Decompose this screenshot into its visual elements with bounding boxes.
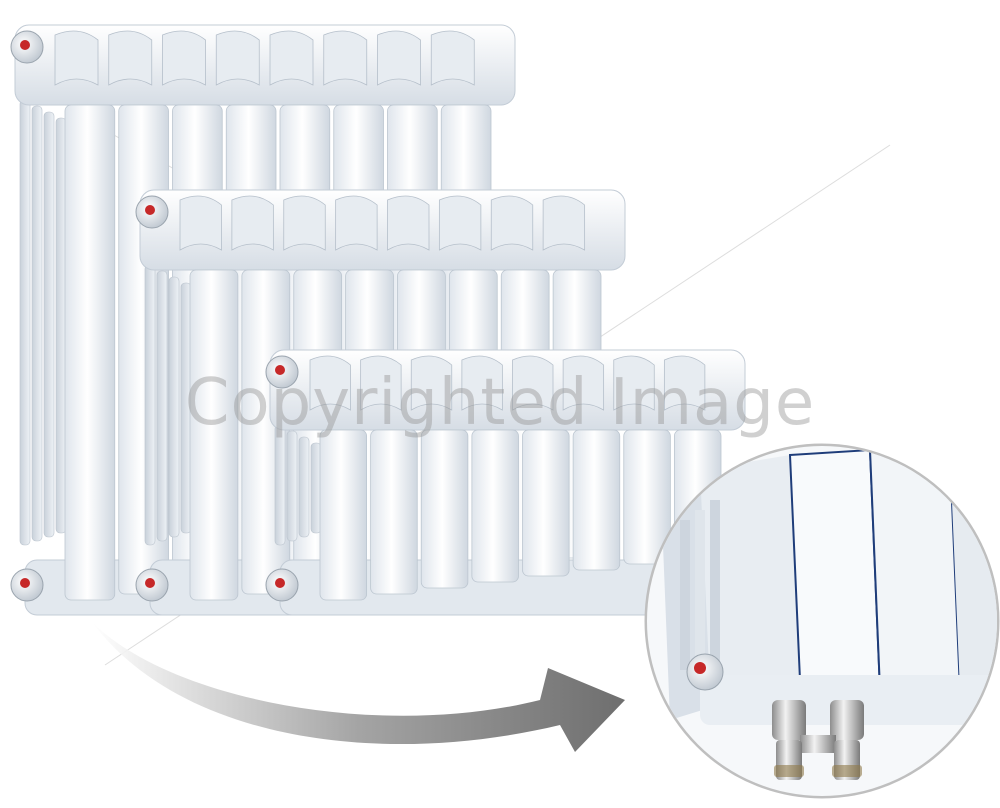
- radiator-top-slot: [323, 30, 368, 86]
- radiator-valve-cap: [275, 365, 285, 375]
- radiator-side-rib: [55, 117, 67, 534]
- radiator-top-slot: [461, 355, 503, 411]
- radiator-valve-cap: [20, 578, 30, 588]
- radiator-section-panel: [189, 269, 239, 601]
- radiator-valve-cap: [145, 578, 155, 588]
- radiator-top-slot: [231, 195, 274, 251]
- radiator-top-slot: [613, 355, 655, 411]
- radiator-top-slot: [542, 195, 586, 251]
- radiator-top-slot: [179, 195, 222, 251]
- radiator-side-rib: [274, 424, 286, 546]
- radiator-top-slot: [387, 195, 430, 251]
- radiator-top-slot: [283, 195, 326, 251]
- radiator-section-panel: [623, 429, 671, 565]
- detail-inset: [644, 443, 1000, 799]
- radiator-side-rib: [286, 430, 298, 542]
- radiator-side-rib: [43, 111, 55, 538]
- radiator-section-panel: [370, 429, 418, 595]
- radiator-valve-cap: [20, 40, 30, 50]
- radiator-section-panel: [522, 429, 570, 577]
- radiator-top-slot: [377, 30, 421, 86]
- radiator-top-slot: [162, 30, 206, 86]
- radiator-top-slot: [438, 195, 482, 251]
- radiator-top-slot: [663, 355, 706, 411]
- radiator-side-rib: [310, 442, 322, 534]
- radiator-side-rib: [19, 99, 31, 546]
- radiator-top-slot: [360, 355, 402, 411]
- radiator-top-slot: [430, 30, 475, 86]
- radiator-top-slot: [269, 30, 314, 86]
- radiator-section-panel: [420, 429, 469, 589]
- radiator-side-rib: [180, 282, 192, 534]
- radiator-top-slot: [309, 355, 351, 411]
- radiator-side-rib: [156, 270, 168, 542]
- radiator-top-slot: [335, 195, 378, 251]
- radiator-top-slot: [512, 355, 554, 411]
- radiator-top-slot: [54, 30, 99, 86]
- radiator-top-slot: [490, 195, 534, 251]
- radiator-section-panel: [64, 104, 116, 601]
- radiator-section-panel: [471, 429, 519, 583]
- radiator-section-panel: [319, 429, 368, 601]
- radiator-valve-cap: [145, 205, 155, 215]
- radiator-section-panel: [572, 429, 621, 571]
- radiator-top-slot: [410, 355, 453, 411]
- radiator-small: [265, 349, 746, 616]
- curved-arrow: [92, 622, 625, 752]
- radiator-valve-cap: [275, 578, 285, 588]
- radiator-top-slot: [108, 30, 153, 86]
- radiator-side-rib: [168, 276, 180, 538]
- radiator-side-rib: [144, 264, 156, 546]
- radiator-top-slot: [562, 355, 605, 411]
- radiator-side-rib: [298, 436, 310, 538]
- radiator-side-rib: [31, 105, 43, 542]
- radiator-top-slot: [215, 30, 260, 86]
